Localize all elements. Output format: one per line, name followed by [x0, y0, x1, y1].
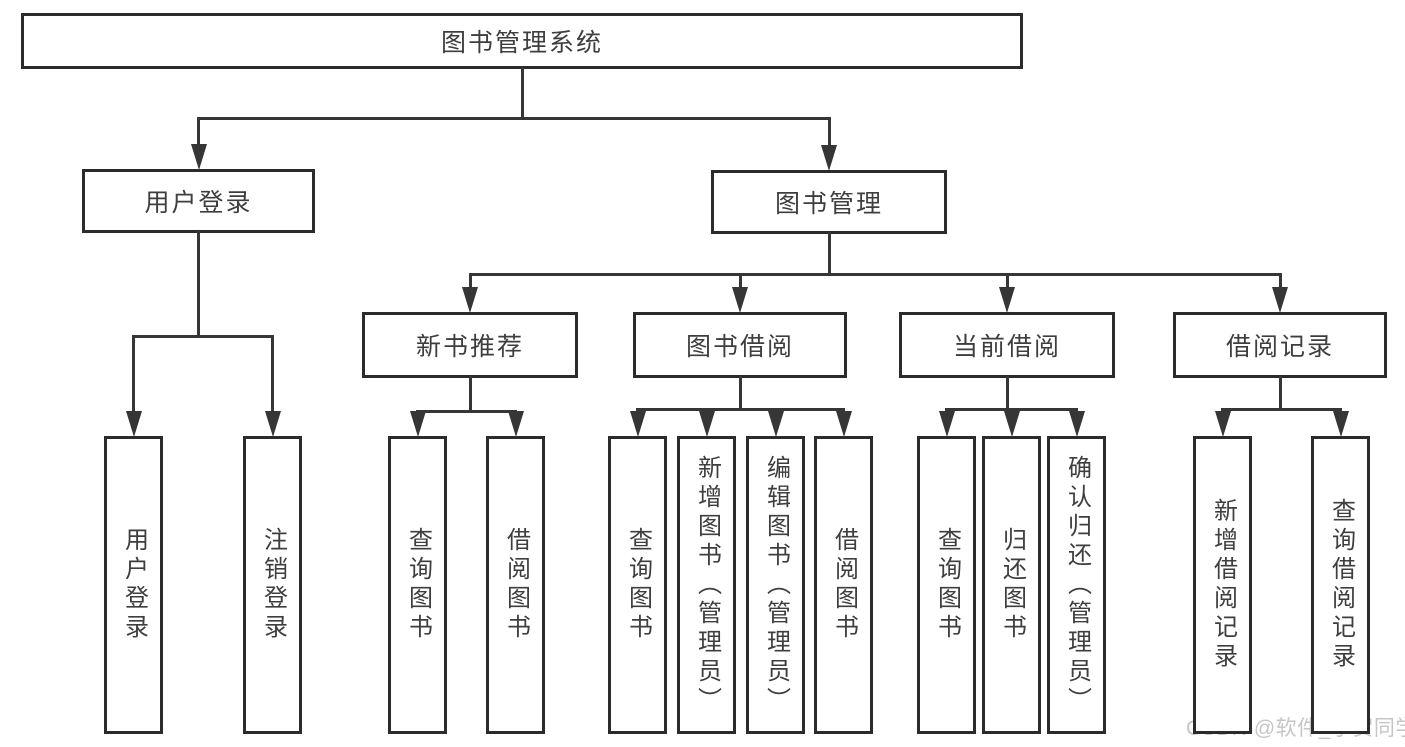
arrowhead-down-icon	[835, 411, 852, 437]
arrowhead-down-icon	[264, 411, 281, 437]
node-label: 查询图书	[624, 527, 652, 643]
node-leaf-query-record: 查询借阅记录	[1311, 436, 1370, 734]
connector-drop-line	[197, 117, 200, 151]
node-label: 新增借阅记录	[1209, 498, 1237, 672]
node-new-book-recommend: 新书推荐	[362, 312, 578, 378]
node-label: 用户登录	[144, 189, 253, 217]
node-label: 用户登录	[120, 527, 148, 643]
arrowhead-down-icon	[507, 411, 524, 437]
node-book-borrow: 图书借阅	[633, 312, 847, 378]
connector-parent-stem	[468, 376, 472, 413]
arrowhead-down-icon	[999, 287, 1015, 313]
connector-drop-line	[468, 273, 472, 294]
node-leaf-query-book-2: 查询图书	[608, 436, 667, 734]
node-label: 借阅图书	[830, 527, 858, 643]
node-label: 注销登录	[259, 527, 287, 643]
node-label: 当前借阅	[952, 333, 1061, 361]
node-leaf-user-login: 用户登录	[104, 436, 163, 734]
connector-branch-line	[468, 273, 1282, 276]
connector-branch-line	[636, 408, 845, 411]
connector-parent-stem	[827, 232, 831, 276]
connector-drop-line	[132, 335, 135, 418]
arrowhead-down-icon	[1003, 411, 1020, 437]
node-leaf-query-book-3: 查询图书	[917, 436, 976, 734]
node-label: 查询图书	[404, 527, 432, 643]
arrowhead-down-icon	[125, 411, 142, 437]
connector-drop-line	[271, 335, 274, 418]
arrowhead-down-icon	[938, 411, 955, 437]
node-leaf-logout: 注销登录	[243, 436, 302, 734]
connector-parent-stem	[738, 376, 742, 411]
arrowhead-down-icon	[821, 145, 837, 171]
arrowhead-down-icon	[1272, 287, 1288, 313]
arrowhead-down-icon	[698, 411, 715, 437]
connector-branch-line	[416, 410, 517, 413]
node-label: 新增图书（管理员）	[693, 454, 721, 716]
node-label: 借阅记录	[1225, 333, 1334, 361]
node-current-borrow: 当前借阅	[899, 312, 1115, 378]
node-label: 借阅图书	[502, 527, 530, 643]
node-label: 查询图书	[933, 527, 961, 643]
connector-drop-line	[1005, 273, 1009, 294]
arrowhead-down-icon	[732, 287, 748, 313]
arrowhead-down-icon	[1214, 411, 1231, 437]
node-label: 查询借阅记录	[1327, 498, 1355, 672]
node-user-login: 用户登录	[82, 169, 315, 233]
connector-branch-line	[132, 335, 274, 338]
connector-parent-stem	[1278, 376, 1282, 411]
arrowhead-down-icon	[190, 144, 207, 170]
node-borrow-record: 借阅记录	[1173, 312, 1387, 378]
connector-parent-stem	[197, 231, 200, 338]
node-leaf-confirm-return: 确认归还（管理员）	[1047, 436, 1106, 734]
node-leaf-edit-book: 编辑图书（管理员）	[746, 436, 805, 734]
node-system: 图书管理系统	[21, 13, 1023, 69]
node-book-mgmt: 图书管理	[711, 170, 947, 234]
arrowhead-down-icon	[462, 287, 478, 313]
node-label: 编辑图书（管理员）	[762, 454, 790, 716]
node-label: 归还图书	[998, 527, 1026, 643]
connector-drop-line	[738, 273, 742, 294]
connector-drop-line	[1278, 273, 1282, 294]
node-leaf-add-book: 新增图书（管理员）	[677, 436, 736, 734]
node-leaf-return-book: 归还图书	[982, 436, 1041, 734]
node-label: 确认归还（管理员）	[1063, 454, 1091, 716]
connector-drop-line	[827, 117, 831, 152]
connector-parent-stem	[1005, 376, 1009, 411]
node-label: 图书管理系统	[440, 29, 603, 57]
arrowhead-down-icon	[409, 411, 426, 437]
connector-branch-line	[197, 117, 831, 120]
node-label: 新书推荐	[415, 333, 524, 361]
arrowhead-down-icon	[767, 411, 784, 437]
arrowhead-down-icon	[629, 411, 646, 437]
connector-branch-line	[1221, 408, 1342, 411]
node-leaf-add-record: 新增借阅记录	[1193, 436, 1252, 734]
node-leaf-query-book-1: 查询图书	[388, 436, 447, 734]
node-label: 图书借阅	[685, 333, 794, 361]
node-leaf-borrow-book-1: 借阅图书	[486, 436, 545, 734]
node-leaf-borrow-book-2: 借阅图书	[814, 436, 873, 734]
node-label: 图书管理	[774, 190, 883, 218]
connector-parent-stem	[520, 67, 524, 120]
arrowhead-down-icon	[1068, 411, 1085, 437]
arrowhead-down-icon	[1332, 411, 1349, 437]
